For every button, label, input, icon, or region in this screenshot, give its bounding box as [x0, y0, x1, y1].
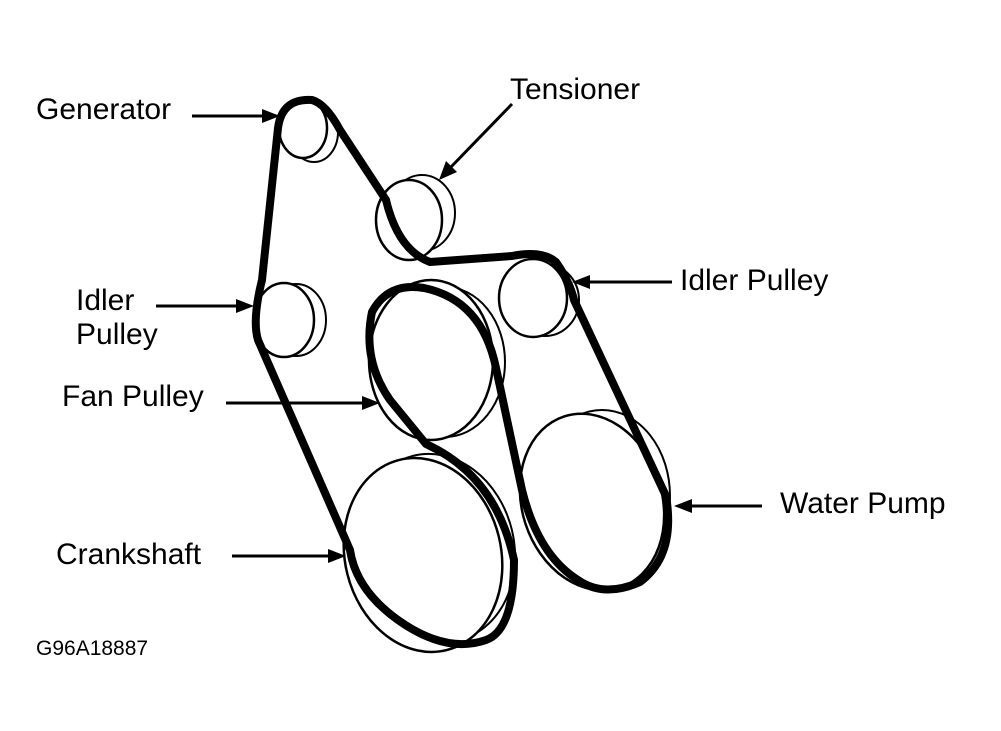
water-pump-arrow [674, 499, 762, 513]
tensioner-label: Tensioner [510, 73, 640, 106]
fan-pulley [367, 278, 506, 442]
idler-pulley-right-label: Idler Pulley [680, 264, 828, 297]
tensioner-pulley [374, 174, 456, 262]
fan-pulley-label: Fan Pulley [62, 380, 204, 413]
idler-pulley-right [497, 257, 580, 339]
crankshaft-pulley [342, 452, 517, 654]
idler-pulley-right-arrow [572, 275, 672, 289]
idler-pulley-left-label-line2: Pulley [76, 318, 158, 351]
crankshaft-label: Crankshaft [56, 538, 202, 571]
serpentine-belt [251, 95, 673, 649]
idler-pulley-left-arrow [156, 299, 254, 313]
figure-code: G96A18887 [36, 637, 148, 660]
generator-label: Generator [36, 93, 171, 126]
water-pump-pulley [518, 409, 671, 592]
idler-pulley-left-label-line1: Idler [76, 284, 134, 317]
crankshaft-arrow [232, 549, 346, 563]
water-pump-label: Water Pump [780, 487, 946, 520]
generator-arrow [192, 109, 280, 123]
fan-pulley-arrow [226, 396, 380, 410]
idler-pulley-left [252, 281, 327, 359]
tensioner-arrow [439, 102, 514, 180]
